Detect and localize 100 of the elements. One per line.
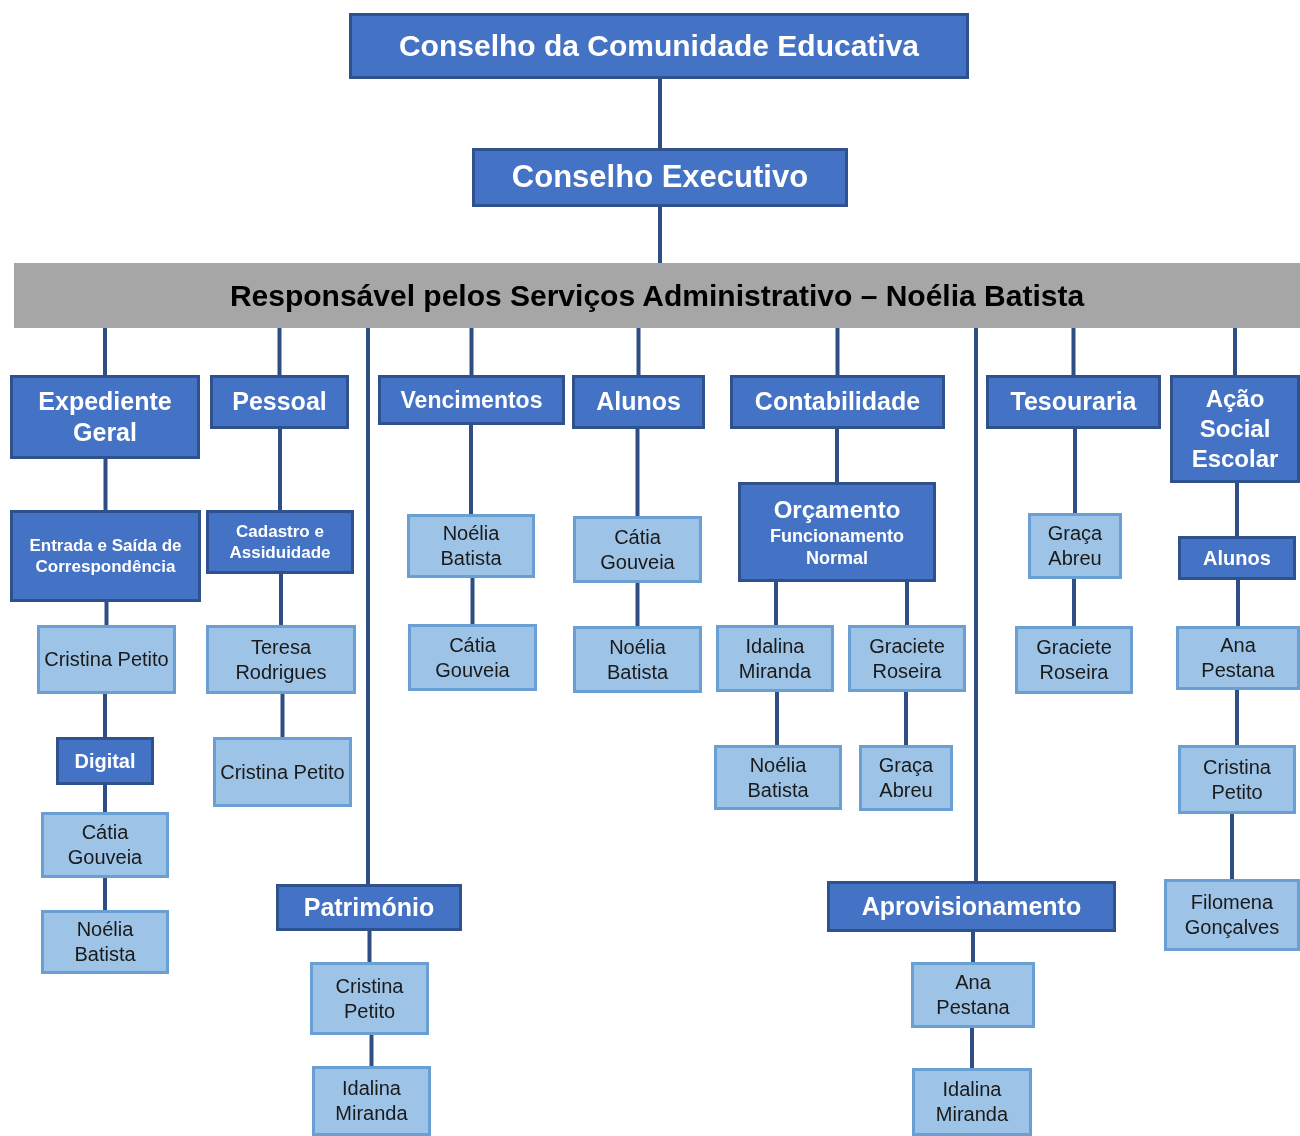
box-label: Cristina Petito	[1202, 754, 1272, 805]
connector-line	[905, 582, 909, 625]
box-label: Pessoal	[232, 386, 327, 418]
connector-line	[1071, 328, 1076, 375]
box-label: Aprovisionamento	[861, 890, 1082, 922]
connector-line	[277, 328, 282, 375]
person-box	[408, 624, 537, 691]
connector-line	[103, 878, 107, 910]
department-box	[349, 13, 969, 79]
connector-line	[1233, 328, 1237, 375]
connector-line	[835, 429, 839, 482]
department-box	[378, 375, 565, 425]
box-label: Noélia Batista	[439, 521, 503, 571]
connector-line	[658, 207, 662, 263]
box-label: Idalina Miranda	[334, 1076, 409, 1126]
box-label: Digital	[74, 748, 136, 774]
connector-line	[636, 328, 641, 375]
connector-line	[658, 79, 662, 148]
box-label: Noélia Batista	[605, 634, 670, 685]
connector-line	[970, 1028, 974, 1068]
connector-line	[1236, 580, 1240, 626]
department-box	[206, 510, 354, 574]
department-box	[10, 375, 200, 459]
box-label: Filomena Gonçalves	[1183, 890, 1281, 940]
box-label: Património	[303, 891, 435, 923]
box-label: Noélia Batista	[73, 917, 137, 967]
box-label: Idalina Miranda	[737, 633, 813, 684]
connector-line	[103, 785, 107, 812]
box-label: Expediente Geral	[37, 385, 173, 448]
person-box	[1015, 626, 1133, 694]
connector-line	[835, 328, 840, 375]
box-sublabel: Funcionamento Normal	[769, 524, 905, 570]
box-label: Cristina Petito	[334, 973, 405, 1024]
person-box	[213, 737, 352, 807]
box-label: Conselho da Comunidade Educativa	[398, 28, 920, 65]
connector-line	[366, 328, 370, 884]
person-box	[573, 516, 702, 583]
box-label: Idalina Miranda	[934, 1077, 1010, 1127]
department-box	[827, 881, 1116, 932]
connector-line	[278, 429, 282, 510]
connector-line	[469, 328, 474, 375]
box-label: Cátia Gouveia	[434, 632, 511, 683]
connector-line	[1072, 579, 1076, 626]
connector-line	[635, 583, 640, 626]
department-box	[730, 375, 945, 429]
person-box	[41, 910, 169, 974]
box-label: Teresa Rodrigues	[234, 634, 328, 685]
header-band	[14, 263, 1300, 328]
connector-line	[1073, 429, 1077, 513]
box-label: Tesouraria	[1010, 386, 1137, 418]
connector-line	[974, 328, 978, 881]
person-box	[714, 745, 842, 810]
person-box	[312, 1066, 431, 1136]
department-box	[1178, 536, 1296, 580]
connector-line	[369, 1035, 374, 1066]
box-label: Cristina Petito	[44, 647, 169, 672]
connector-line	[279, 574, 283, 625]
person-box	[573, 626, 702, 693]
connector-line	[1235, 483, 1239, 536]
person-box	[848, 625, 966, 692]
connector-line	[774, 582, 778, 625]
box-label: Responsável pelos Serviços Administrativo – Noélia Batista	[229, 277, 1085, 314]
box-label: Vencimentos	[400, 385, 543, 415]
box-label: Graça Abreu	[877, 753, 935, 803]
person-box	[41, 812, 169, 878]
box-label: Graciete Roseira	[1035, 635, 1113, 685]
department-box	[738, 482, 936, 582]
connector-line	[775, 692, 779, 745]
connector-line	[280, 694, 285, 737]
department-box	[210, 375, 349, 429]
connector-line	[367, 931, 372, 962]
person-box	[911, 962, 1035, 1028]
box-label: Graciete Roseira	[868, 633, 946, 684]
box-label: Entrada e Saída de Correspondência	[28, 534, 183, 578]
connector-line	[103, 694, 107, 737]
box-label: Ana Pestana	[935, 970, 1011, 1020]
person-box	[1176, 626, 1300, 690]
person-box	[310, 962, 429, 1035]
connector-line	[103, 328, 107, 375]
department-box	[10, 510, 201, 602]
department-box	[276, 884, 462, 931]
box-label: Cátia Gouveia	[66, 820, 144, 870]
person-box	[912, 1068, 1032, 1136]
person-box	[1028, 513, 1122, 579]
box-label: Alunos	[1203, 545, 1271, 571]
box-label: Cadastro e Assiduidade	[228, 520, 332, 564]
connector-line	[971, 932, 975, 962]
box-label: Ana Pestana	[1200, 633, 1276, 683]
connector-line	[103, 459, 108, 510]
person-box	[716, 625, 834, 692]
box-label: Ação Social Escolar	[1190, 384, 1280, 474]
connector-line	[470, 578, 475, 624]
box-label: Cristina Petito	[220, 759, 345, 785]
connector-line	[104, 602, 109, 625]
department-box	[472, 148, 848, 207]
person-box	[407, 514, 535, 578]
box-label: Orçamento	[773, 494, 901, 525]
department-box	[1170, 375, 1300, 483]
connector-line	[635, 429, 640, 516]
person-box	[37, 625, 176, 694]
